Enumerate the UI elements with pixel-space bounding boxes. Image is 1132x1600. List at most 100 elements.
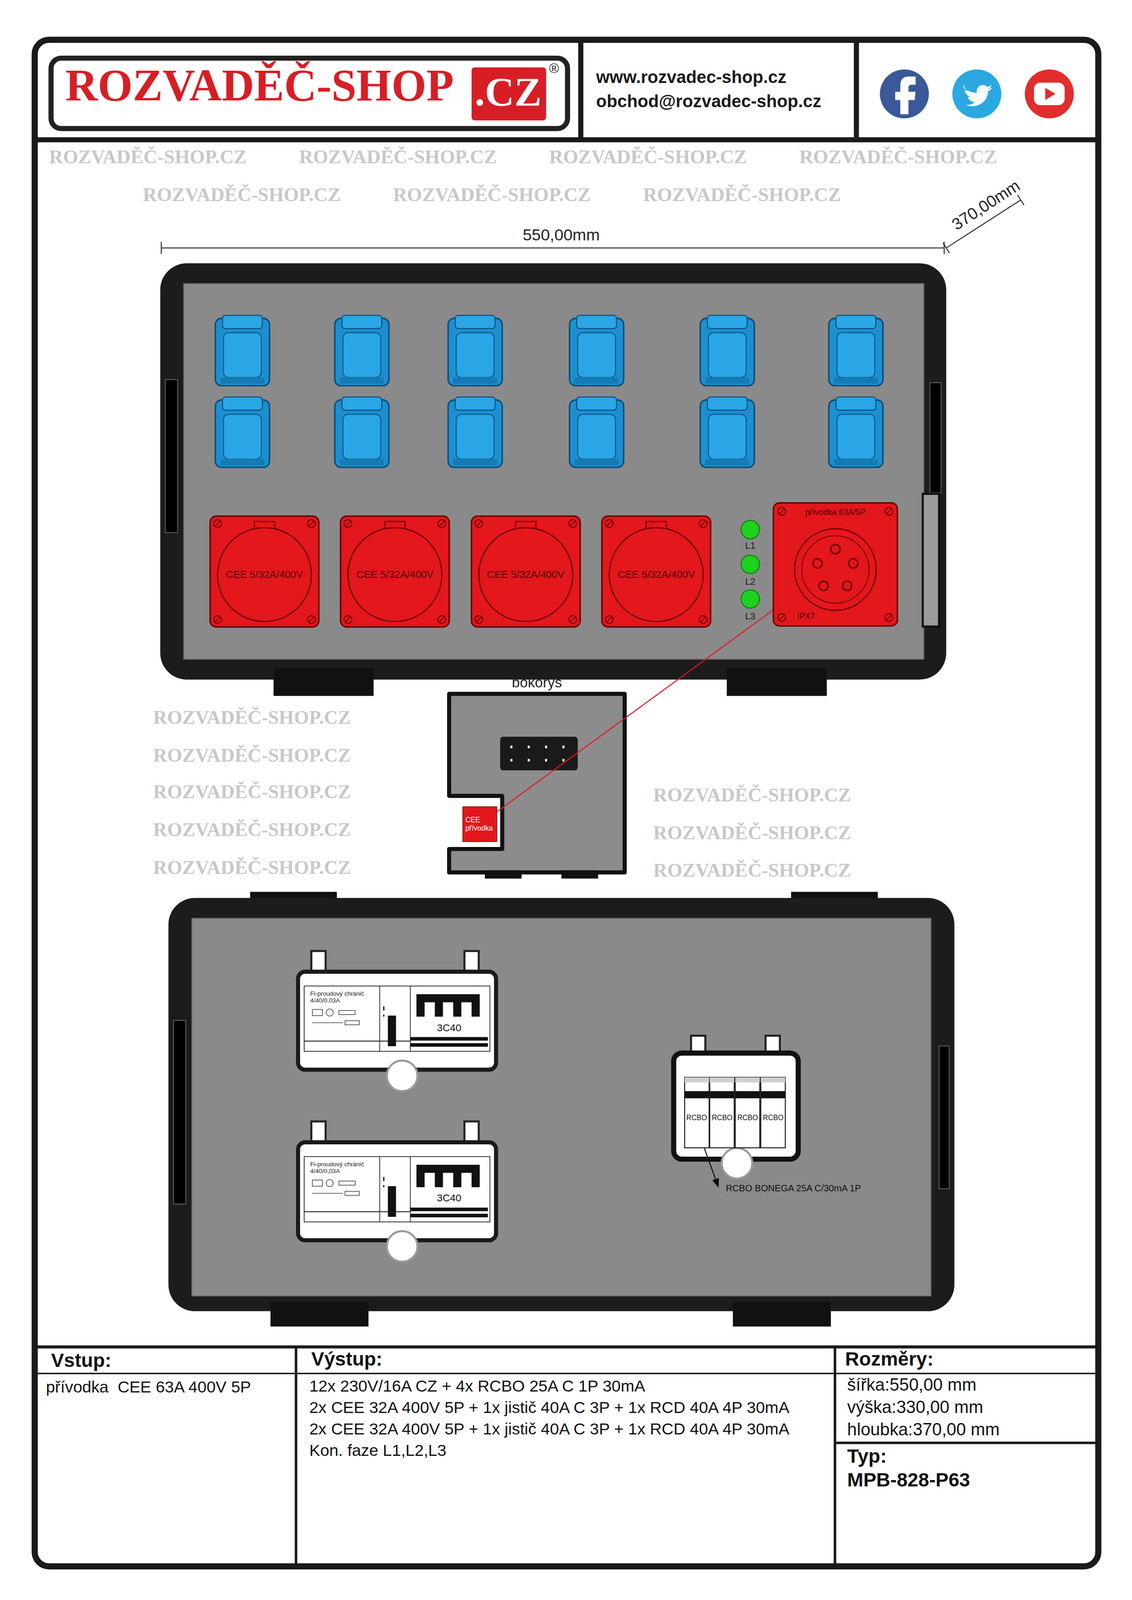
mounting-plate bbox=[192, 918, 931, 1297]
socket-rating: CEE 5/32A/400V bbox=[487, 568, 565, 581]
screw-slot bbox=[700, 617, 706, 623]
inlet-label: CEE přívodka bbox=[465, 815, 495, 833]
socket-plate bbox=[209, 516, 319, 628]
screw bbox=[699, 519, 707, 528]
table-cell: přívodka CEE 63A 400V 5P bbox=[46, 1377, 252, 1397]
callout-arrowhead bbox=[711, 1177, 719, 1188]
logo-domain-box bbox=[471, 67, 546, 121]
table-line bbox=[294, 1346, 298, 1567]
foot bbox=[732, 1302, 831, 1327]
screw-slot bbox=[570, 617, 576, 623]
module-label: RCBO bbox=[763, 1113, 784, 1122]
inlet-pin bbox=[819, 581, 829, 591]
screw bbox=[885, 613, 894, 622]
frame-line bbox=[853, 39, 859, 140]
socket-rating: CEE 5/32A/400V bbox=[225, 568, 303, 581]
breaker-box: Fi-proudový chránič 4/40/0,03A3C40 bbox=[295, 1140, 499, 1243]
table-cell: hloubka:370,00 mm bbox=[847, 1419, 1000, 1440]
socket-230v bbox=[334, 396, 390, 468]
breaker-box: Fi-proudový chránič 4/40/0,03A3C40 bbox=[295, 969, 499, 1072]
facebook-glyph bbox=[895, 76, 916, 115]
page-frame bbox=[34, 39, 1099, 1567]
screw bbox=[474, 615, 483, 624]
inlet-ring bbox=[794, 528, 877, 611]
foot bbox=[484, 870, 522, 879]
screw bbox=[778, 613, 786, 622]
breaker-label: 3C40 bbox=[436, 1192, 462, 1205]
rcbo-module: RCBO bbox=[684, 1076, 710, 1149]
watermark: ROZVADĚČ-SHOP.CZ bbox=[549, 145, 748, 169]
screw bbox=[213, 519, 222, 528]
screw bbox=[778, 507, 786, 516]
socket-rating: CEE 5/32A/400V bbox=[617, 568, 695, 581]
screw-slot bbox=[308, 521, 314, 527]
watermark: ROZVADĚČ-SHOP.CZ bbox=[643, 183, 842, 207]
screw bbox=[568, 519, 577, 528]
foot bbox=[726, 668, 827, 696]
table-line bbox=[34, 1345, 1099, 1349]
screw bbox=[344, 615, 353, 624]
node-shape bbox=[295, 969, 499, 1072]
inlet-pin bbox=[848, 558, 858, 568]
screw bbox=[568, 615, 577, 624]
watermark: ROZVADĚČ-SHOP.CZ bbox=[153, 706, 352, 729]
breaker-label: 3C40 bbox=[436, 1022, 462, 1034]
rcbo-enclosure bbox=[673, 1053, 799, 1160]
switch-lever bbox=[387, 1015, 396, 1047]
screw-slot bbox=[886, 508, 892, 515]
handle bbox=[165, 379, 178, 533]
module-label: RCBO bbox=[737, 1113, 759, 1122]
rcbo-module bbox=[684, 1077, 710, 1148]
symbol bbox=[338, 1010, 356, 1015]
cable-gland bbox=[721, 1147, 753, 1179]
frame-line bbox=[578, 39, 584, 140]
handle bbox=[173, 1020, 186, 1205]
table-line bbox=[835, 1441, 1099, 1445]
enclosure-inside-view bbox=[168, 898, 955, 1312]
symbol bbox=[326, 1179, 334, 1187]
table-line bbox=[833, 1346, 837, 1567]
rcbo-top bbox=[760, 1077, 786, 1083]
inlet-rating: přívodka 63A/5P bbox=[805, 507, 866, 518]
socket-230v bbox=[215, 315, 270, 386]
socket-lid bbox=[347, 527, 442, 622]
socket-230v bbox=[215, 396, 270, 468]
side-tab bbox=[922, 493, 940, 627]
screw bbox=[307, 519, 316, 528]
youtube-icon bbox=[1024, 69, 1074, 119]
box-clip bbox=[464, 950, 479, 972]
view-heading: bokorys bbox=[511, 674, 562, 691]
node-shape bbox=[295, 1140, 499, 1243]
power-inlet: přívodka 63A/5PIPX7 bbox=[772, 502, 899, 627]
connector-line bbox=[497, 610, 773, 812]
dimension-line bbox=[161, 247, 945, 249]
youtube-play bbox=[1045, 87, 1056, 100]
node-shape bbox=[772, 502, 899, 627]
type-code: MPB-828-P63 bbox=[847, 1469, 971, 1492]
screw-slot bbox=[345, 521, 351, 527]
logo-text: ROZVADĚČ-SHOP bbox=[65, 59, 454, 111]
foot bbox=[273, 668, 374, 696]
inlet-pin bbox=[813, 558, 823, 568]
registered-mark: ® bbox=[549, 61, 559, 77]
box-clip bbox=[464, 1121, 479, 1143]
rcbo-top bbox=[735, 1077, 761, 1083]
module-label: RCBO bbox=[711, 1113, 733, 1122]
screw bbox=[699, 615, 707, 624]
watermark: ROZVADĚČ-SHOP.CZ bbox=[153, 780, 352, 804]
watermark: ROZVADĚČ-SHOP.CZ bbox=[299, 145, 498, 169]
foot bbox=[561, 870, 599, 879]
socket-plate bbox=[602, 516, 711, 628]
phase-label: L3 bbox=[745, 611, 756, 622]
inlet-plate bbox=[773, 503, 898, 627]
watermark: ROZVADĚČ-SHOP.CZ bbox=[153, 744, 352, 767]
screw bbox=[605, 615, 614, 624]
screw-slot bbox=[476, 521, 482, 527]
phase-label: L1 bbox=[745, 540, 756, 552]
phase-lamp bbox=[741, 520, 760, 539]
screw-slot bbox=[570, 521, 576, 527]
rcbo-lever bbox=[684, 1090, 710, 1099]
socket-230v bbox=[828, 315, 883, 386]
socket-lid bbox=[478, 527, 573, 622]
rcbo-module: RCBO bbox=[760, 1076, 786, 1149]
